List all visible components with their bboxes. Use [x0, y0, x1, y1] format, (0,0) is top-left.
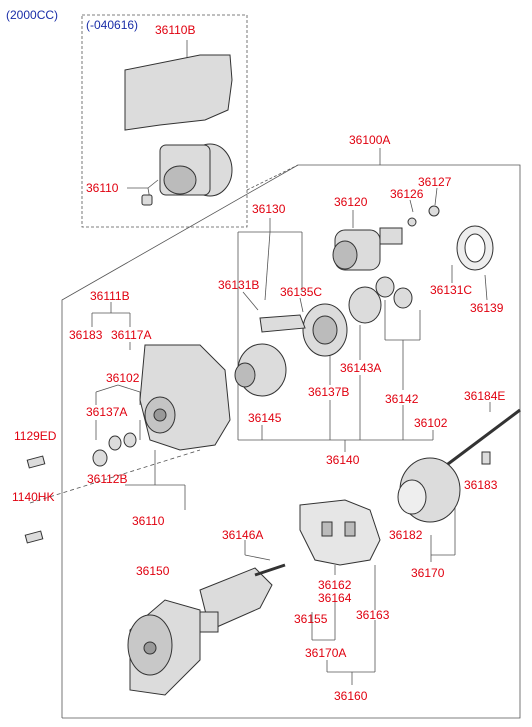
- part-36110-main-label[interactable]: 36110: [132, 514, 165, 528]
- part-36183-right-label[interactable]: 36183: [464, 478, 498, 492]
- part-1129ED-label[interactable]: 1129ED: [14, 429, 57, 443]
- part-36117A-label[interactable]: 36117A: [111, 328, 152, 342]
- part-36137A-label[interactable]: 36137A: [86, 405, 128, 419]
- part-36102-mid-label[interactable]: 36102: [414, 416, 448, 430]
- part-36130-label[interactable]: 36130: [252, 202, 286, 216]
- part-36140-label[interactable]: 36140: [326, 453, 360, 467]
- engine-variant-label: (2000CC): [6, 8, 59, 22]
- part-36102-top-label[interactable]: 36102: [106, 371, 140, 385]
- part-36139-label[interactable]: 36139: [470, 301, 504, 315]
- part-36164-label[interactable]: 36164: [318, 591, 352, 605]
- part-36100A-label[interactable]: 36100A: [349, 133, 391, 147]
- part-36135C-label[interactable]: 36135C: [280, 285, 323, 299]
- part-36163-label[interactable]: 36163: [356, 608, 390, 622]
- part-36143A-label[interactable]: 36143A: [340, 361, 382, 375]
- part-36146A-label[interactable]: 36146A: [222, 528, 264, 542]
- part-36162-label[interactable]: 36162: [318, 578, 352, 592]
- part-36160-label[interactable]: 36160: [334, 689, 368, 703]
- part-36112B-label[interactable]: 36112B: [87, 472, 128, 486]
- part-36182-label[interactable]: 36182: [389, 528, 423, 542]
- part-36184E-label[interactable]: 36184E: [464, 389, 506, 403]
- front-housing-36110: [139, 344, 231, 451]
- part-36170-label[interactable]: 36170: [411, 566, 445, 580]
- part-36183-top-label[interactable]: 36183: [69, 328, 103, 342]
- part-36170A-label[interactable]: 36170A: [305, 646, 347, 660]
- part-36142-label[interactable]: 36142: [385, 392, 419, 406]
- part-36120-label[interactable]: 36120: [334, 195, 368, 209]
- inset-range-label: (-040616): [86, 18, 139, 32]
- part-36145-label[interactable]: 36145: [248, 411, 282, 425]
- part-36110B-label[interactable]: 36110B: [155, 23, 196, 37]
- part-36110-inset-label[interactable]: 36110: [86, 181, 119, 195]
- main-assembly-outline: [61, 164, 521, 719]
- part-36131B-label[interactable]: 36131B: [218, 278, 260, 292]
- part-36111B-label[interactable]: 36111B: [90, 289, 130, 303]
- part-36126-label[interactable]: 36126: [390, 187, 424, 201]
- inset-dashed-box: [81, 14, 248, 228]
- part-1140HK-label[interactable]: 1140HK: [12, 490, 55, 504]
- cover-bracket-36110b: [124, 54, 233, 131]
- part-36137B-label[interactable]: 36137B: [308, 385, 350, 399]
- part-36150-label[interactable]: 36150: [136, 564, 170, 578]
- part-36155-label[interactable]: 36155: [294, 612, 328, 626]
- part-36127-label[interactable]: 36127: [418, 175, 452, 189]
- part-36131C-label[interactable]: 36131C: [430, 283, 473, 297]
